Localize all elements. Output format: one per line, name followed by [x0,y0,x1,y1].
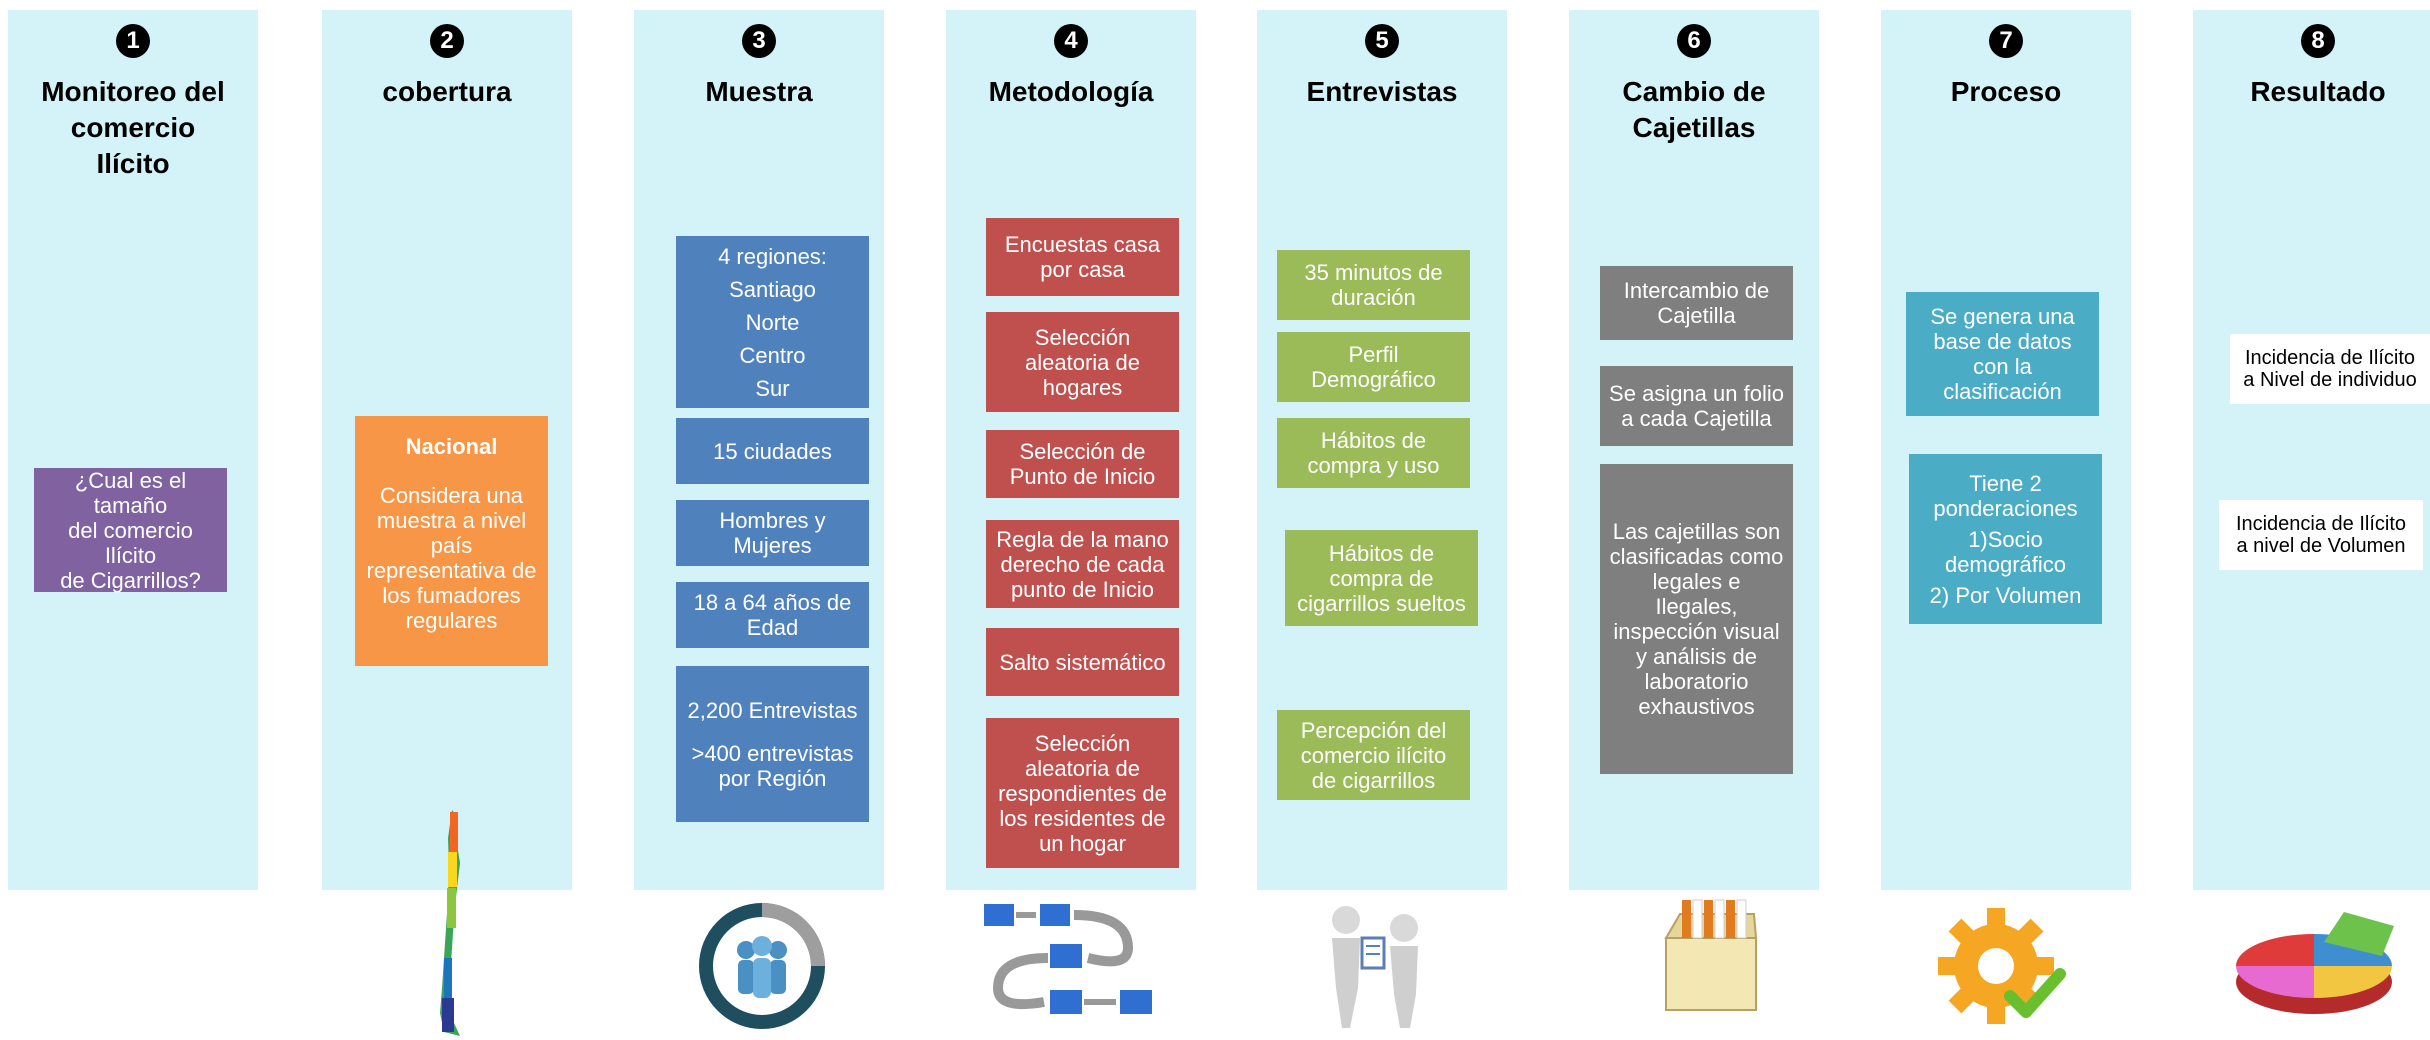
regions-text: 4 regiones: Santiago Norte Centro Sur [718,243,827,401]
step-column-7: 7 Proceso Se genera una base de datos co… [1881,10,2131,890]
interview-box: Hábitos de compra y uso [1277,418,1470,488]
weight-item: 1)Socio demográfico [1944,526,2067,577]
question-box: ¿Cual es el tamaño del comercio Ilícito … [34,467,227,593]
pack-box: Las cajetillas son clasificadas como leg… [1600,464,1793,774]
step-title: cobertura [382,76,512,107]
interviews-text: 2,200 Entrevistas [687,697,858,723]
pack-text: Las cajetillas son clasificadas como leg… [1609,519,1784,719]
result-box: Incidencia de Ilícito a nivel de Volumen [2219,500,2423,570]
age-box: 18 a 64 años de Edad [676,582,869,648]
step-column-8: 8 Resultado Incidencia de Ilícito a Nive… [2193,10,2430,890]
result-box: Incidencia de Ilícito a Nivel de individ… [2230,334,2430,404]
chile-map-icon [440,810,460,1036]
weights-title: Tiene 2 ponderaciones [1933,470,2078,521]
interviews-box: 2,200 Entrevistas >400 entrevistas por R… [676,666,869,822]
interview-box: Perfil Demográfico [1277,332,1470,402]
step-column-5: 5 Entrevistas 35 minutos de duración Per… [1257,10,1507,890]
pack-text: Intercambio de Cajetilla [1623,278,1770,328]
question-text: ¿Cual es el tamaño del comercio Ilícito … [60,467,201,593]
step-number-badge: 5 [1365,24,1399,58]
result-text: Incidencia de Ilícito a Nivel de individ… [2243,347,2417,391]
method-text: Selección de Punto de Inicio [1009,439,1156,489]
database-box: Se genera una base de datos con la clasi… [1906,292,2099,416]
step-title: Resultado [2250,76,2386,107]
cigarette-pack-icon [1664,899,1758,1011]
per-region-text: >400 entrevistas por Región [691,740,854,791]
step-title: Metodología [988,76,1154,107]
step-title: Muestra [705,76,813,107]
pie-chart-3d-icon [2236,912,2394,1014]
gear-check-icon [1938,908,2066,1024]
step-number-badge: 3 [742,24,776,58]
step-number-badge: 8 [2301,24,2335,58]
method-box: Salto sistemático [986,628,1179,696]
step-column-3: 3 Muestra 4 regiones: Santiago Norte Cen… [634,10,884,890]
step-number-badge: 6 [1677,24,1711,58]
step-title: Entrevistas [1306,76,1458,107]
interview-text: 35 minutos de duración [1304,260,1443,310]
cities-box: 15 ciudades [676,418,869,484]
step-title: Proceso [1950,76,2062,107]
method-text: Selección aleatoria de hogares [1025,324,1140,400]
pack-text: Se asigna un folio a cada Cajetilla [1609,381,1784,431]
step-number-badge: 1 [116,24,150,58]
method-box: Encuestas casa por casa [986,218,1179,296]
interview-text: Hábitos de compra y uso [1307,428,1440,478]
gender-box: Hombres y Mujeres [676,500,869,566]
people-ring-icon [699,903,825,1029]
step-column-4: 4 Metodología Encuestas casa por casa Se… [946,10,1196,890]
method-text: Salto sistemático [999,649,1166,675]
method-box: Selección aleatoria de respondientes de … [986,718,1179,868]
cities-text: 15 ciudades [713,438,832,464]
coverage-body: Considera una muestra a nivel país repre… [366,483,537,633]
coverage-box: Nacional Considera una muestra a nivel p… [355,416,548,666]
step-number-badge: 4 [1054,24,1088,58]
gender-text: Hombres y Mujeres [719,508,826,558]
step-number-badge: 2 [430,24,464,58]
pack-box: Intercambio de Cajetilla [1600,266,1793,340]
process-flow-icon [984,904,1152,1014]
step-column-2: 2 cobertura Nacional Considera una muest… [322,10,572,890]
method-text: Encuestas casa por casa [1004,232,1161,282]
coverage-heading: Nacional [405,434,498,459]
weight-item: 2) Por Volumen [1929,582,2082,608]
interview-text: Hábitos de compra de cigarrillos sueltos [1297,540,1466,616]
step-number-badge: 7 [1989,24,2023,58]
method-text: Selección aleatoria de respondientes de … [998,730,1167,856]
method-box: Selección aleatoria de hogares [986,312,1179,412]
weights-box: Tiene 2 ponderaciones 1)Socio demográfic… [1909,454,2102,624]
interview-box: 35 minutos de duración [1277,250,1470,320]
step-column-1: 1 Monitoreo del comercio Ilícito ¿Cual e… [8,10,258,890]
step-column-6: 6 Cambio de Cajetillas Intercambio de Ca… [1569,10,1819,890]
method-box: Selección de Punto de Inicio [986,430,1179,498]
result-text: Incidencia de Ilícito a nivel de Volumen [2235,513,2407,557]
step-title: Monitoreo del comercio Ilícito [41,76,225,179]
interview-text: Percepción del comercio ilícito de cigar… [1300,717,1447,793]
interview-box: Percepción del comercio ilícito de cigar… [1277,710,1470,800]
pack-box: Se asigna un folio a cada Cajetilla [1600,366,1793,446]
interview-text: Perfil Demográfico [1311,342,1436,392]
step-title: Cambio de Cajetillas [1622,76,1766,143]
method-text: Regla de la mano derecho de cada punto d… [996,526,1169,602]
interview-box: Hábitos de compra de cigarrillos sueltos [1285,530,1478,626]
interview-figures-icon [1332,906,1418,1028]
regions-box: 4 regiones: Santiago Norte Centro Sur [676,236,869,408]
age-text: 18 a 64 años de Edad [693,590,852,640]
database-text: Se genera una base de datos con la clasi… [1930,304,2075,404]
method-box: Regla de la mano derecho de cada punto d… [986,520,1179,608]
